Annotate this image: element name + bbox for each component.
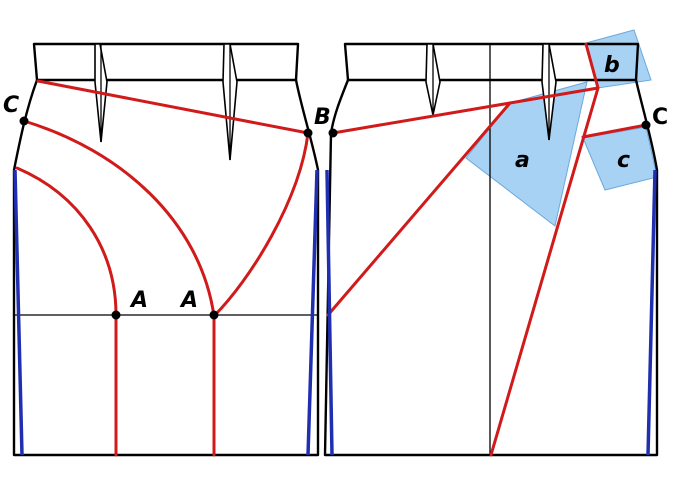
- left-body-outline: [12, 79, 320, 457]
- left-point-c: [19, 116, 29, 126]
- left-side-seam-right: [306, 169, 319, 456]
- left-point-a1: [111, 310, 121, 320]
- label-c-left: C: [3, 93, 19, 118]
- right-side-seam-left: [325, 169, 334, 456]
- left-pattern-piece: C B A A: [3, 42, 331, 457]
- right-line-c: [581, 123, 648, 139]
- left-curve-side-to-a1: [15, 166, 118, 317]
- right-line-to-hem: [489, 86, 600, 457]
- left-point-b: [303, 128, 313, 138]
- piece-a: [465, 81, 588, 227]
- right-side-seam-right: [646, 169, 657, 456]
- right-line-waist-seam: [331, 42, 600, 135]
- right-point-c: [641, 120, 651, 130]
- left-waistband: [32, 42, 300, 82]
- label-piece-a: a: [515, 148, 530, 173]
- right-line-to-hip: [326, 101, 512, 317]
- right-pattern-piece: a b c C: [323, 29, 668, 457]
- right-body-outline: [323, 79, 659, 457]
- label-a1: A: [129, 288, 148, 313]
- label-c-right: C: [652, 105, 668, 130]
- left-line-top-to-b: [36, 79, 310, 135]
- left-curve-c-to-a2: [22, 119, 216, 318]
- left-curve-b-to-a2: [212, 131, 310, 318]
- left-side-seam-left: [13, 169, 24, 456]
- label-b: B: [314, 105, 331, 130]
- label-a2: A: [179, 288, 198, 313]
- left-point-a2: [209, 310, 219, 320]
- right-point-left: [328, 128, 338, 138]
- label-piece-c: c: [617, 148, 630, 173]
- label-piece-b: b: [604, 53, 620, 78]
